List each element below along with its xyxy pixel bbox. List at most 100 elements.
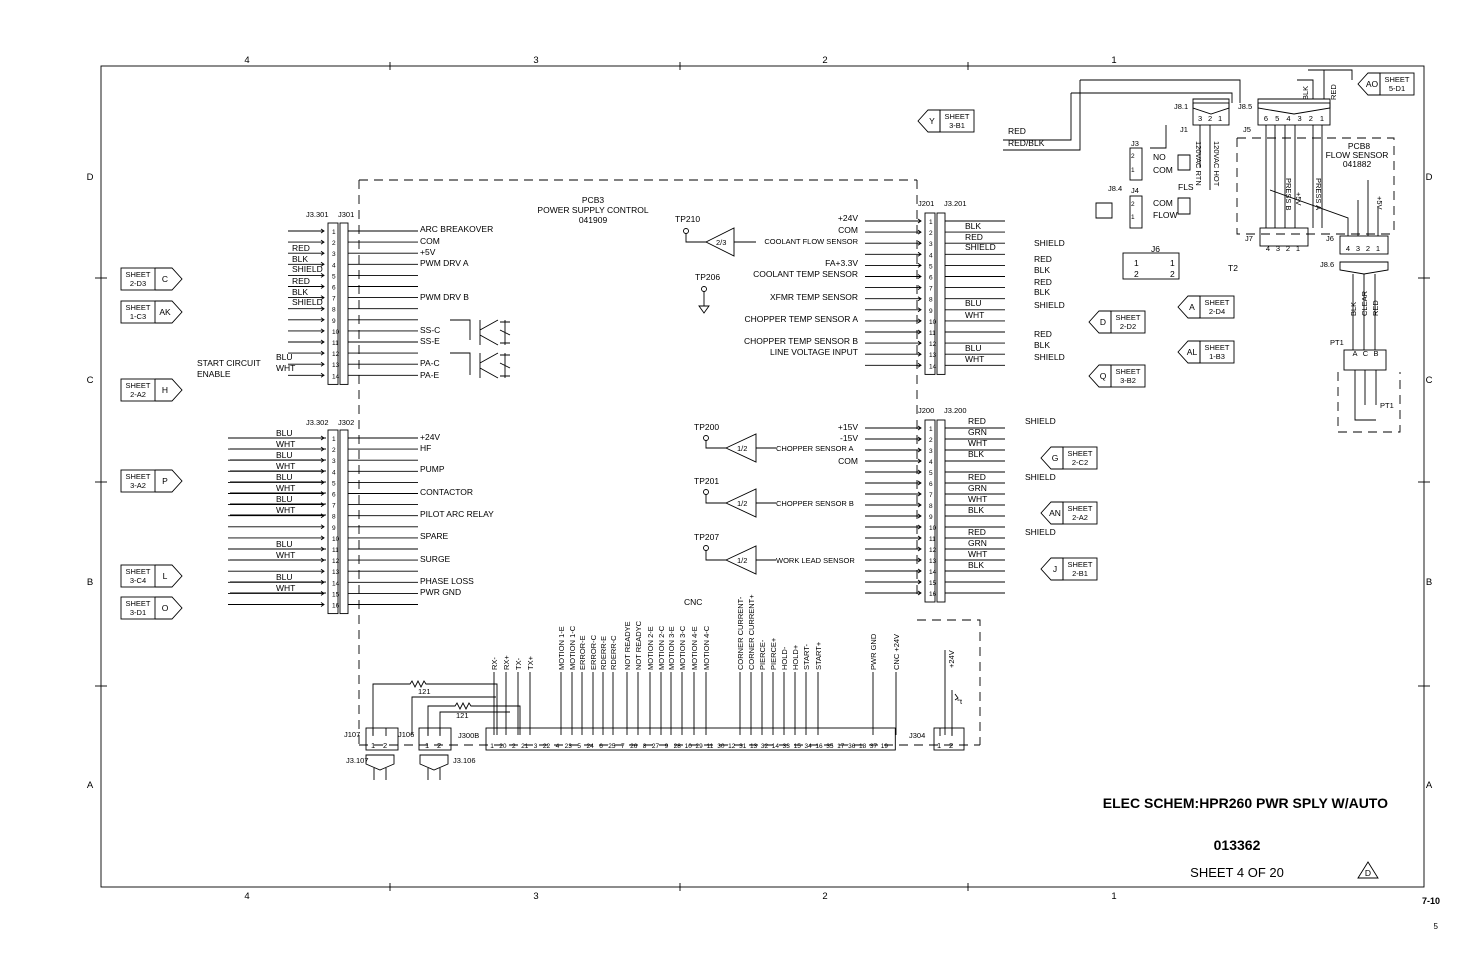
j200-wire-red: RED [968, 472, 986, 482]
amp-210-ratio: 2/3 [716, 238, 726, 247]
sheet-ref-box [1062, 557, 1098, 581]
sheet-ref-zone: 1-B3 [1209, 352, 1225, 361]
sig-press-5v: +5V [1294, 192, 1303, 206]
j301-pin-14: 14 [332, 373, 340, 380]
j200-pin-arrow [865, 447, 922, 453]
sheet-ref-zone: 3-B1 [949, 121, 965, 130]
j7_pins-3: 3 [1276, 244, 1280, 253]
j300b-signal: ERROR-C [589, 634, 598, 670]
j300b-pin-32: 32 [761, 743, 769, 750]
j201-pin-arrow [865, 229, 922, 235]
j301-pin-7: 7 [332, 296, 336, 303]
sig-chopper-sensor-a: CHOPPER SENSOR A [776, 444, 854, 453]
j3-label: J3 [1131, 139, 1139, 148]
bottom-connector-shapes [365, 650, 965, 780]
j86-label: J8.6 [1320, 260, 1334, 269]
j200-pin-arrow [865, 480, 922, 486]
sheet-ref-word: SHEET [1204, 298, 1229, 307]
amp-200-ratio: 1/2 [737, 444, 747, 453]
row-right-A: A [1426, 780, 1433, 791]
j107-pin1: 1 [371, 741, 375, 750]
j302-pin-13: 13 [332, 569, 340, 576]
sheet-ref-word: SHEET [125, 567, 150, 576]
j201-wire-red: RED [1034, 277, 1052, 287]
j302-wire-blu: BLU [276, 572, 293, 582]
tp201-label: TP201 [694, 476, 719, 486]
j300b-signal: RX- [490, 657, 499, 670]
j301-pin-4: 4 [332, 262, 336, 269]
j201-pin-arrow [865, 307, 922, 313]
sheet-ref-tag: D [1100, 317, 1106, 327]
j300b-signal: HOLD- [780, 646, 789, 670]
zone-ticks [95, 62, 1430, 891]
thermostat-label: °t [957, 697, 963, 706]
j201-wire-red: RED [1034, 329, 1052, 339]
pt1_pins-B: B [1373, 349, 1378, 358]
wire-shield-1: SHIELD [292, 264, 323, 274]
j200-pin-13: 13 [929, 558, 937, 565]
j301-pin-arrow [288, 339, 325, 345]
tp207-label: TP207 [694, 532, 719, 542]
j300b-pin-12: 12 [728, 743, 736, 750]
j200-pin-arrow [865, 535, 922, 541]
sheet-ref-flag [155, 300, 183, 324]
j300b-pin-7: 7 [621, 743, 625, 750]
j300b-signal: CORNER CURRENT- [736, 596, 745, 670]
j300b-pin-15: 15 [794, 743, 802, 750]
j300b-pin-5: 5 [577, 743, 581, 750]
sig-pump: PUMP [420, 464, 445, 474]
j6_pins-4: 4 [1346, 244, 1350, 253]
sheet-ref-tag: G [1052, 453, 1059, 463]
j201-pin-7: 7 [929, 286, 933, 293]
j300b-pin-14: 14 [772, 743, 780, 750]
j302-pin-arrow [228, 524, 325, 530]
sheet-ref-box [1062, 501, 1098, 525]
j201-pin-8: 8 [929, 297, 933, 304]
j5_pins-4: 4 [1286, 114, 1290, 123]
j302-pin-2: 2 [332, 447, 336, 454]
j302-pin-1: 1 [332, 436, 336, 443]
j300b-signal: MOTION 3-C [678, 625, 687, 670]
j201-wire-red: RED [965, 232, 983, 242]
j300b-pin-29: 29 [695, 743, 703, 750]
j200-wire-wht: WHT [968, 549, 987, 559]
sheet-ref-box [120, 378, 156, 402]
amp-201-ratio: 1/2 [737, 499, 747, 508]
sheet-ref-zone: 3-C4 [130, 576, 146, 585]
wire-j85-red: RED [1329, 84, 1338, 100]
sheet-ref-box [1199, 340, 1235, 364]
j201-label: J201 [918, 199, 934, 208]
j106-pin1: 1 [425, 741, 429, 750]
j200-pin-6: 6 [929, 481, 933, 488]
sheet-ref-flag [155, 564, 183, 588]
sig-coolant-flow: COOLANT FLOW SENSOR [764, 237, 858, 246]
sheet-ref-word: SHEET [125, 381, 150, 390]
j200-pin-9: 9 [929, 514, 933, 521]
j302-pin-9: 9 [332, 525, 336, 532]
wire-red-2: RED [292, 276, 310, 286]
sheet-ref-word: SHEET [1067, 504, 1092, 513]
sheet-ref-tag: J [1053, 564, 1057, 574]
j201-pin-3: 3 [929, 241, 933, 248]
j300b-pin-36: 36 [848, 743, 856, 750]
j300b-pin-25: 25 [608, 743, 616, 750]
res-121-b: 121 [456, 711, 469, 720]
zone-top-2: 2 [822, 55, 827, 66]
j302-housing [327, 429, 339, 615]
sheet-ref-tag: L [163, 571, 168, 581]
j200-pin-12: 12 [929, 547, 937, 554]
j201-wire-shield: SHIELD [965, 242, 996, 252]
sheet-ref-zone: 2-D4 [1209, 307, 1225, 316]
wire-y-red: RED [1008, 126, 1026, 136]
sheet-ref-word: SHEET [125, 303, 150, 312]
j300b-pin-9: 9 [665, 743, 669, 750]
j200-housing [924, 419, 936, 603]
pt1_pins-A: A [1352, 349, 1357, 358]
sig-xfmr-temp: XFMR TEMP SENSOR [770, 292, 858, 302]
j300b-signal: RDERR-E [599, 636, 608, 670]
j201-pin-arrow [865, 218, 922, 224]
j301-pin-arrow [288, 261, 325, 267]
j300b-pin-37: 37 [870, 743, 878, 750]
enable-label: ENABLE [197, 369, 231, 379]
